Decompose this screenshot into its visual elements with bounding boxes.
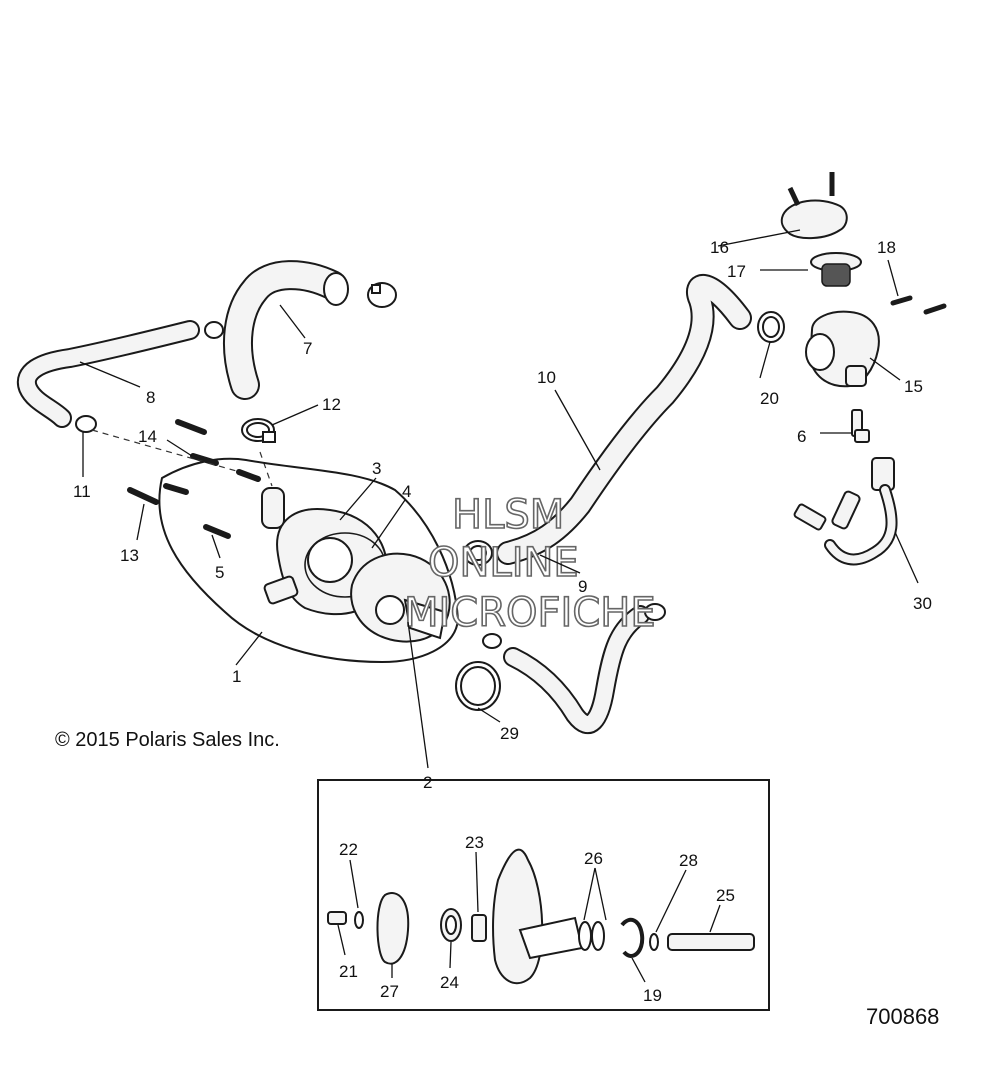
watermark-line-2: ONLINE	[428, 540, 579, 586]
harness-30-drawing	[793, 457, 898, 566]
watermark-line-3: MICROFICHE	[404, 590, 656, 636]
callout-18: 18	[877, 238, 896, 257]
callout-15: 15	[904, 377, 923, 396]
bolts-drawing	[127, 419, 261, 539]
callout-3: 3	[372, 459, 381, 478]
callout-13: 13	[120, 546, 139, 565]
thermostat-17-drawing	[810, 252, 862, 287]
callout-20: 20	[760, 389, 779, 408]
detail-box	[317, 779, 770, 1011]
callout-10: 10	[537, 368, 556, 387]
oring-29-drawing	[455, 661, 501, 711]
figure-number: 700868	[866, 1004, 940, 1029]
callout-4: 4	[402, 482, 411, 501]
watermark: HLSM ONLINE MICROFICHE	[403, 491, 656, 637]
callout-12: 12	[322, 395, 341, 414]
clamps-9-drawing	[482, 603, 666, 649]
hose-9-drawing	[503, 605, 650, 734]
cover-16-drawing	[780, 172, 848, 240]
bolts-18-drawing	[890, 295, 947, 315]
hose-7-drawing	[222, 260, 349, 400]
housing-15-drawing	[805, 310, 880, 388]
callout-2: 2	[423, 773, 432, 792]
callout-1: 1	[232, 667, 241, 686]
callout-9: 9	[578, 577, 587, 596]
callout-8: 8	[146, 388, 155, 407]
callout-24: 24	[440, 973, 459, 992]
water-pump-2-drawing	[350, 552, 451, 643]
callout-14: 14	[138, 427, 157, 446]
callout-17: 17	[727, 262, 746, 281]
clamp-upper-drawing	[367, 282, 397, 308]
callout-26: 26	[584, 849, 603, 868]
callout-11: 11	[73, 482, 91, 501]
clamp-20-drawing	[757, 311, 785, 343]
clamp-11-drawing	[75, 415, 97, 433]
watermark-line-1: HLSM	[452, 492, 564, 538]
clamp-small-drawing	[204, 321, 224, 339]
callout-16: 16	[710, 238, 729, 257]
callout-5: 5	[215, 563, 224, 582]
copyright-text: © 2015 Polaris Sales Inc.	[55, 729, 280, 751]
assembly-outline-1	[158, 457, 460, 664]
hose-8-drawing	[16, 320, 200, 428]
sensor-6-drawing	[851, 409, 870, 443]
callout-23: 23	[465, 833, 484, 852]
callout-21: 21	[339, 962, 358, 981]
detail-parts	[327, 848, 755, 985]
clamp-9-drawing	[463, 540, 493, 566]
leader-lines	[79, 229, 919, 769]
hose-10-drawing	[496, 274, 752, 565]
callout-labels: 1 2 3 4 5 6 7 8 9 10 11 12 13 14 15 16 1…	[73, 238, 932, 1005]
callout-29: 29	[500, 724, 519, 743]
callout-30: 30	[913, 594, 932, 613]
clamp-12-drawing	[241, 418, 276, 443]
callout-28: 28	[679, 851, 698, 870]
callout-7: 7	[303, 339, 312, 358]
callout-6: 6	[797, 427, 806, 446]
callout-25: 25	[716, 886, 735, 905]
callout-22: 22	[339, 840, 358, 859]
callout-19: 19	[643, 986, 662, 1005]
callout-27: 27	[380, 982, 399, 1001]
detail-leader-lines	[337, 851, 721, 983]
